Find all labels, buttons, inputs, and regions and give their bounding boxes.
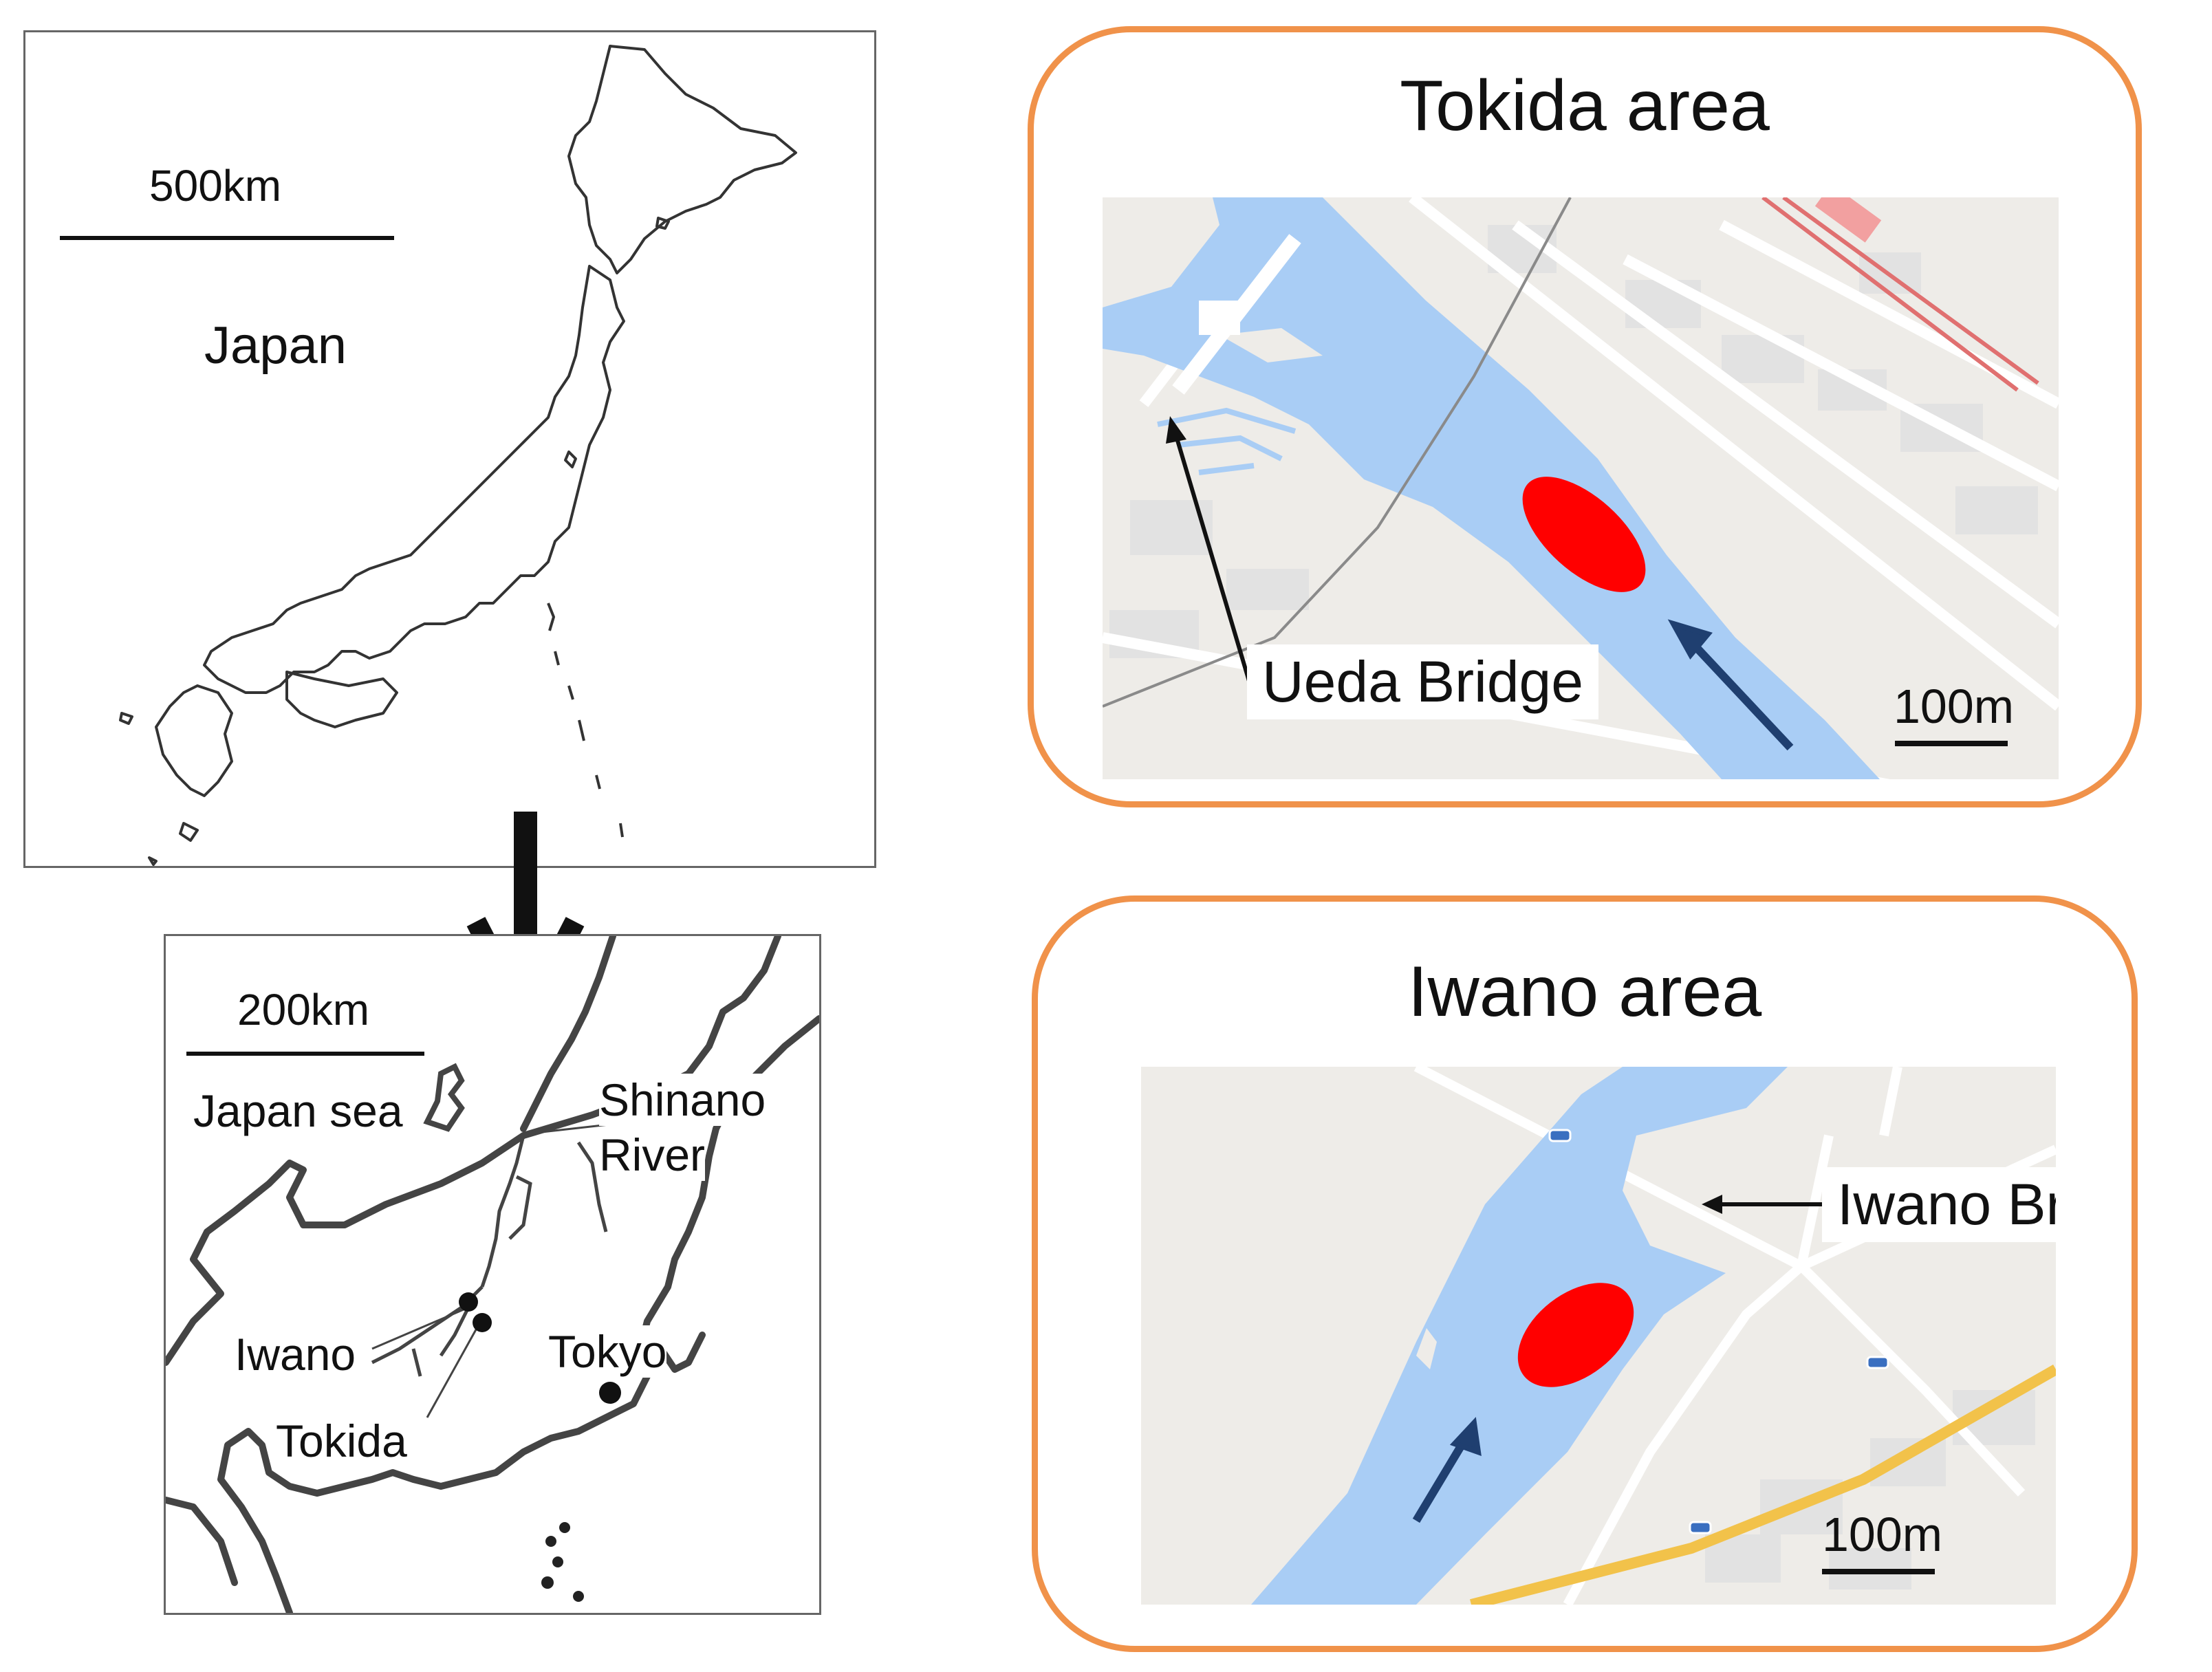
iwano-area-title: Iwano area: [1407, 952, 1762, 1032]
tokyo-site-dot: [599, 1382, 621, 1404]
shinano-river-label-line1: Shinano: [599, 1074, 766, 1126]
tokida-site-dot: [473, 1313, 492, 1332]
pointer-arrow-icon: [1166, 416, 1255, 693]
flow-direction-arrow-icon: [1667, 619, 1794, 751]
iwano-site-label: Iwano: [235, 1328, 356, 1380]
scale-bar-200km: [186, 1052, 424, 1056]
iwano-scale-label: 100m: [1822, 1508, 1943, 1561]
iwano-river: [1251, 1067, 1788, 1605]
tokida-study-site-ellipse: [1522, 477, 1646, 592]
tokida-area-title: Tokida area: [1400, 66, 1770, 146]
scale-label-200km: 200km: [237, 985, 370, 1034]
tokida-site-label: Tokida: [276, 1415, 407, 1467]
scale-bar-500km: [60, 236, 394, 240]
iwano-area-panel: Iwano area: [1032, 895, 2138, 1652]
japan-outline: [119, 45, 797, 866]
tokida-scale-label: 100m: [1894, 680, 2015, 733]
iwano-site-dot: [459, 1292, 478, 1312]
tokida-area-panel: Tokida area: [1028, 26, 2142, 807]
pointer-arrow-icon: [1702, 1195, 1822, 1214]
iwano-bridge-label: Iwano Bridge: [1822, 1167, 2056, 1242]
detail-region-map: 200km Japan sea Shinano River Iwano Toki…: [164, 934, 821, 1615]
tokida-scale-bar: [1895, 741, 2008, 746]
japan-sea-label: Japan sea: [193, 1085, 403, 1137]
shinano-river-label-line2: River: [599, 1129, 706, 1181]
iwano-study-site-ellipse: [1517, 1283, 1634, 1387]
japan-overview-map: 500km Japan: [23, 30, 876, 868]
tokyo-site-label: Tokyo: [548, 1325, 667, 1378]
scale-label-500km: 500km: [149, 161, 282, 210]
tokida-area-map: Ueda Bridge 100m: [1103, 197, 2059, 779]
japan-label: Japan: [204, 316, 347, 375]
ueda-bridge-label: Ueda Bridge: [1247, 644, 1598, 719]
iwano-scale-bar: [1822, 1569, 1935, 1574]
flow-direction-arrow-icon: [1412, 1417, 1482, 1523]
iwano-area-map: Iwano Bridge 100m: [1141, 1067, 2056, 1605]
detail-coastline: [166, 936, 819, 1613]
